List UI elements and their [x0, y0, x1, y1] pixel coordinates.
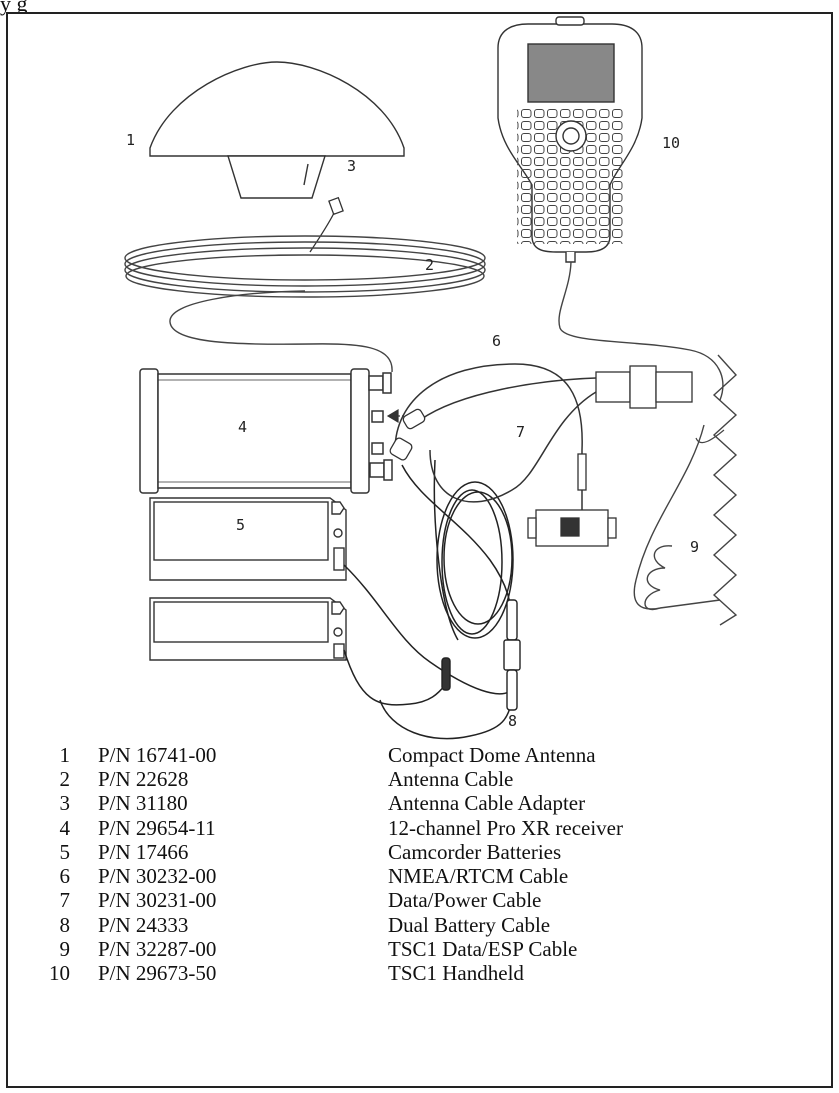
part-description: TSC1 Data/ESP Cable: [388, 937, 744, 962]
legend-row: 9 P/N 32287-00 TSC1 Data/ESP Cable: [44, 937, 744, 961]
part-number: P/N 32287-00: [98, 937, 388, 962]
part-description: Data/Power Cable: [388, 888, 744, 913]
part-description: TSC1 Handheld: [388, 961, 744, 986]
item-number: 5: [44, 840, 98, 865]
legend-row: 2 P/N 22628 Antenna Cable: [44, 767, 744, 791]
item-number: 9: [44, 937, 98, 962]
legend-row: 7 P/N 30231-00 Data/Power Cable: [44, 889, 744, 913]
callout-5: 5: [236, 516, 245, 534]
part-number: P/N 29654-11: [98, 816, 388, 841]
pro-xr-receiver: [140, 369, 392, 493]
callout-9: 9: [690, 538, 699, 556]
part-description: Compact Dome Antenna: [388, 743, 744, 768]
legend-row: 6 P/N 30232-00 NMEA/RTCM Cable: [44, 864, 744, 888]
part-number: P/N 30232-00: [98, 864, 388, 889]
dual-battery-cable: [344, 460, 513, 739]
callout-7: 7: [516, 423, 525, 441]
callout-4: 4: [238, 418, 247, 436]
data-cables: [395, 364, 596, 510]
callout-6: 6: [492, 332, 501, 350]
part-description: Antenna Cable: [388, 767, 744, 792]
part-number: P/N 17466: [98, 840, 388, 865]
part-number: P/N 16741-00: [98, 743, 388, 768]
part-description: Camcorder Batteries: [388, 840, 744, 865]
callout-3: 3: [347, 157, 356, 175]
item-number: 1: [44, 743, 98, 768]
antenna-adapter: [310, 198, 343, 252]
callout-8: 8: [508, 712, 517, 730]
item-number: 6: [44, 864, 98, 889]
item-number: 10: [44, 961, 98, 986]
part-number: P/N 24333: [98, 913, 388, 938]
legend-row: 8 P/N 24333 Dual Battery Cable: [44, 913, 744, 937]
item-number: 2: [44, 767, 98, 792]
item-number: 4: [44, 816, 98, 841]
inline-fuse: [442, 600, 520, 710]
item-number: 8: [44, 913, 98, 938]
item-number: 3: [44, 791, 98, 816]
callout-2: 2: [425, 256, 434, 274]
part-description: Dual Battery Cable: [388, 913, 744, 938]
part-number: P/N 22628: [98, 767, 388, 792]
tsc1-data-cable: [559, 262, 736, 625]
part-description: Antenna Cable Adapter: [388, 791, 744, 816]
callout-10: 10: [662, 134, 680, 152]
camcorder-batteries: [150, 498, 346, 660]
legend-row: 1 P/N 16741-00 Compact Dome Antenna: [44, 743, 744, 767]
item-number: 7: [44, 888, 98, 913]
tsc1-handheld: [498, 17, 642, 262]
callout-1: 1: [126, 131, 135, 149]
part-number: P/N 29673-50: [98, 961, 388, 986]
dome-antenna: [150, 62, 404, 198]
legend-row: 4 P/N 29654-11 12-channel Pro XR receive…: [44, 816, 744, 840]
part-number: P/N 30231-00: [98, 888, 388, 913]
legend-row: 5 P/N 17466 Camcorder Batteries: [44, 840, 744, 864]
parts-legend: 1 P/N 16741-00 Compact Dome Antenna 2 P/…: [44, 743, 744, 986]
legend-row: 10 P/N 29673-50 TSC1 Handheld: [44, 962, 744, 986]
legend-row: 3 P/N 31180 Antenna Cable Adapter: [44, 792, 744, 816]
part-number: P/N 31180: [98, 791, 388, 816]
part-description: NMEA/RTCM Cable: [388, 864, 744, 889]
part-description: 12-channel Pro XR receiver: [388, 816, 744, 841]
